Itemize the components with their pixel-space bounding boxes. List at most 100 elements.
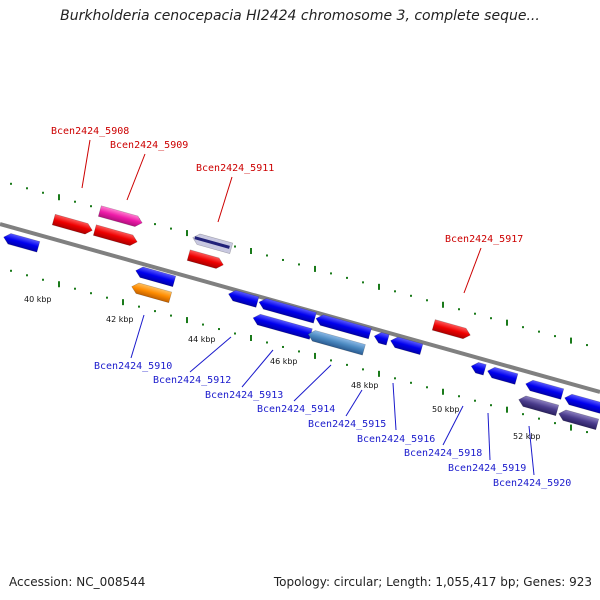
lower-tick-mark [474, 399, 476, 402]
scale-label: 52 kbp [513, 432, 541, 441]
upper-tick-mark [314, 265, 316, 272]
lower-tick-mark [458, 395, 460, 398]
gene-bcen2424-5914-shape [315, 314, 372, 340]
lower-tick-mark [522, 413, 524, 416]
upper-tick-mark [330, 272, 332, 275]
lower-tick-mark [282, 345, 284, 348]
upper-tick-mark [90, 205, 92, 208]
upper-tick-mark [458, 308, 460, 311]
gene-reverse-42k-shape [135, 266, 177, 288]
upper-tick-mark [426, 299, 428, 302]
gene-label-forward: Bcen2424_5909 [110, 140, 188, 151]
leader-line-reverse [442, 405, 464, 446]
gene-steel-shape [307, 330, 366, 356]
gene-bcen2424-5912 [228, 289, 260, 308]
gene-label-forward: Bcen2424_5908 [51, 126, 129, 137]
gene-edge-purple-shape [558, 409, 600, 431]
upper-tick-mark [490, 317, 492, 320]
gene-bcen2424-5917-shape [431, 319, 471, 340]
gene-label-reverse: Bcen2424_5918 [404, 448, 482, 459]
upper-tick-mark [570, 337, 572, 344]
upper-tick-mark [170, 227, 172, 230]
gene-bcen2424-5913-shape [258, 298, 317, 324]
scale-label: 46 kbp [270, 357, 298, 366]
upper-tick-mark [250, 248, 252, 254]
gene-reverse-40k [3, 233, 41, 253]
gene-bcen2424-5920 [518, 395, 560, 417]
leader-line-reverse [130, 314, 145, 359]
gene-edge-blue [564, 393, 600, 414]
upper-tick-mark [410, 294, 412, 297]
gene-label-reverse: Bcen2424_5914 [257, 404, 335, 415]
gene-bcen2424-5915-shape [373, 332, 390, 346]
lower-tick-mark [170, 314, 172, 317]
lower-tick-mark [362, 368, 364, 371]
lower-tick-mark [26, 274, 28, 277]
lower-tick-mark [138, 305, 140, 308]
leader-line-reverse [528, 425, 535, 476]
map-title: Burkholderia cenocepacia HI2424 chromoso… [60, 8, 540, 24]
upper-tick-mark [234, 245, 236, 248]
upper-tick-mark [378, 283, 380, 290]
upper-tick-mark [266, 254, 268, 257]
gene-bcen2424-5913b-shape [252, 313, 313, 340]
leader-line-forward [81, 139, 91, 189]
lower-tick-mark [554, 422, 556, 425]
gene-steel [307, 330, 366, 356]
gene-bcen2424-5911-bg [192, 233, 234, 255]
lower-tick-mark [394, 377, 396, 380]
upper-tick-mark [522, 326, 524, 329]
gene-bcen2424-5917 [431, 319, 471, 340]
scale-label: 48 kbp [351, 381, 379, 390]
lower-tick-mark [426, 386, 428, 389]
gene-bcen2424-5914 [315, 314, 372, 340]
upper-tick-mark [474, 312, 476, 315]
lower-tick-mark [490, 404, 492, 407]
upper-tick-mark [362, 281, 364, 284]
scale-label: 50 kbp [432, 405, 460, 414]
leader-line-reverse [392, 382, 397, 431]
scale-label: 42 kbp [106, 315, 134, 324]
gene-bcen2424-5916 [390, 336, 424, 355]
gene-forward-pair [92, 224, 138, 246]
leader-line-reverse [487, 412, 491, 461]
gene-bcen2424-5910 [131, 282, 173, 304]
lower-tick-mark [58, 281, 60, 288]
gene-bcen2424-5910-shape [131, 282, 173, 304]
lower-tick-mark [346, 363, 348, 366]
upper-tick-mark [58, 194, 60, 201]
upper-tick-mark [186, 230, 188, 237]
gene-label-reverse: Bcen2424_5910 [94, 361, 172, 372]
lower-tick-mark [538, 417, 540, 420]
upper-tick-mark [586, 344, 588, 347]
upper-tick-mark [10, 182, 12, 185]
lower-tick-mark [266, 341, 268, 344]
gene-bcen2424-5919 [525, 379, 565, 400]
lower-tick-mark [586, 431, 588, 434]
gene-edge-purple [558, 409, 600, 431]
leader-line-reverse [189, 336, 232, 373]
lower-tick-mark [570, 424, 572, 431]
gene-bcen2424-5919-shape [525, 379, 565, 400]
lower-tick-mark [202, 323, 204, 326]
gene-bcen2424-5909 [97, 205, 143, 227]
label-leader-lines [81, 139, 535, 476]
gene-labels: Bcen2424_5908Bcen2424_5909Bcen2424_5911B… [51, 126, 571, 489]
upper-tick-mark [442, 301, 444, 308]
gene-bcen2424-5918b-shape [487, 366, 519, 385]
leader-line-forward [217, 176, 233, 223]
gene-bcen2424-5915 [373, 332, 390, 346]
scale-label: 44 kbp [188, 335, 216, 344]
gene-reverse-40k-shape [3, 233, 41, 253]
lower-tick-mark [442, 388, 444, 395]
gene-label-reverse: Bcen2424_5915 [308, 419, 386, 430]
gene-bcen2424-5911-bg-stripe [194, 236, 230, 249]
gene-label-forward: Bcen2424_5917 [445, 234, 523, 245]
tick-marks [10, 182, 588, 434]
gene-bcen2424-5908 [51, 213, 93, 235]
upper-tick-mark [298, 263, 300, 266]
upper-tick-mark [74, 200, 76, 203]
upper-tick-mark [26, 187, 28, 190]
gene-bcen2424-5909-shape [97, 205, 143, 227]
